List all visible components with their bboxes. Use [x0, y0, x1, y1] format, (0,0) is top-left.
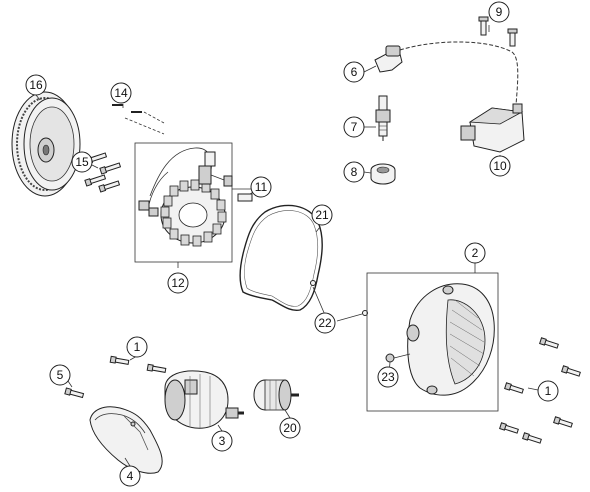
callout-10: 10 — [489, 155, 511, 177]
spark-plug — [375, 95, 391, 141]
stator-group-frame — [134, 142, 233, 263]
svg-text:22: 22 — [318, 316, 332, 330]
callout-15: 15 — [71, 151, 93, 173]
svg-text:4: 4 — [127, 469, 134, 483]
ignition-coil — [460, 103, 525, 153]
callout-12: 12 — [167, 272, 189, 294]
callout-8: 8 — [343, 161, 365, 183]
svg-text:11: 11 — [255, 180, 268, 194]
stator-screws — [112, 104, 165, 135]
stator-assembly — [138, 147, 233, 247]
svg-text:20: 20 — [283, 421, 297, 435]
callout-6: 6 — [343, 61, 365, 83]
callout-4: 4 — [119, 465, 141, 487]
callout-1-starter-bolts: 1 — [126, 336, 148, 358]
svg-text:12: 12 — [171, 276, 185, 290]
spark-plug-cap — [374, 45, 403, 73]
svg-text:23: 23 — [381, 370, 395, 384]
cover-group-frame — [366, 272, 499, 412]
ignition-cover — [385, 283, 495, 396]
starter-motor — [164, 370, 244, 429]
dowel-pins — [310, 280, 368, 322]
svg-text:8: 8 — [351, 165, 358, 179]
callout-16: 16 — [25, 74, 47, 96]
callout-20: 20 — [279, 417, 301, 439]
guard-bolt — [64, 387, 85, 399]
flywheel-rotor — [11, 91, 81, 197]
callout-1-cover-bolts: 1 — [537, 380, 559, 402]
starter-bolts — [109, 355, 167, 373]
svg-text:21: 21 — [315, 208, 329, 222]
ignition-lead-cable — [399, 41, 519, 106]
svg-text:3: 3 — [219, 434, 226, 448]
svg-text:9: 9 — [496, 5, 503, 19]
cover-bolts — [499, 337, 581, 444]
svg-text:15: 15 — [75, 155, 89, 169]
callout-22: 22 — [314, 312, 336, 334]
gasket-inner-edge — [244, 210, 319, 307]
callout-11: 11 — [250, 176, 272, 198]
svg-text:6: 6 — [351, 65, 358, 79]
callout-21: 21 — [311, 204, 333, 226]
starter-gear — [253, 379, 299, 411]
svg-text:16: 16 — [29, 78, 43, 92]
callout-2: 2 — [464, 242, 486, 264]
svg-text:10: 10 — [493, 159, 507, 173]
svg-text:14: 14 — [114, 86, 128, 100]
callout-23: 23 — [377, 366, 399, 388]
spark-plug-seal — [370, 163, 396, 185]
starter-guard — [89, 406, 163, 474]
callout-14: 14 — [110, 82, 132, 104]
svg-text:1: 1 — [545, 384, 552, 398]
svg-text:2: 2 — [472, 246, 479, 260]
svg-text:7: 7 — [351, 120, 358, 134]
callout-7: 7 — [343, 116, 365, 138]
callout-5: 5 — [49, 364, 71, 386]
callout-9: 9 — [488, 1, 510, 23]
svg-text:1: 1 — [134, 340, 141, 354]
svg-text:5: 5 — [57, 368, 64, 382]
callout-3: 3 — [211, 430, 233, 452]
cover-gasket — [239, 204, 323, 312]
ignition-coil-screws — [478, 16, 518, 47]
